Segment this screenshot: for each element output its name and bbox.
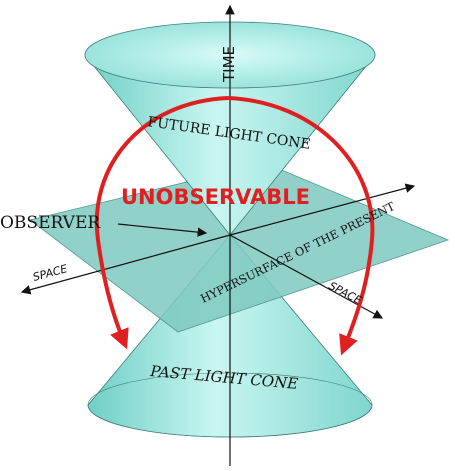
space-axis-left <box>20 234 231 295</box>
space-axis-right <box>229 234 384 319</box>
space-label-right: SPACE <box>327 279 364 307</box>
unobservable-arrow-right <box>227 96 375 356</box>
time-label: TIME <box>220 46 238 83</box>
unobservable-label: UNOBSERVABLE <box>121 185 310 209</box>
observer-label: OBSERVER <box>0 213 101 233</box>
space-axis-diagonal <box>229 183 416 236</box>
observer-pointer <box>117 223 208 237</box>
unobservable-arrow-left <box>94 96 229 350</box>
